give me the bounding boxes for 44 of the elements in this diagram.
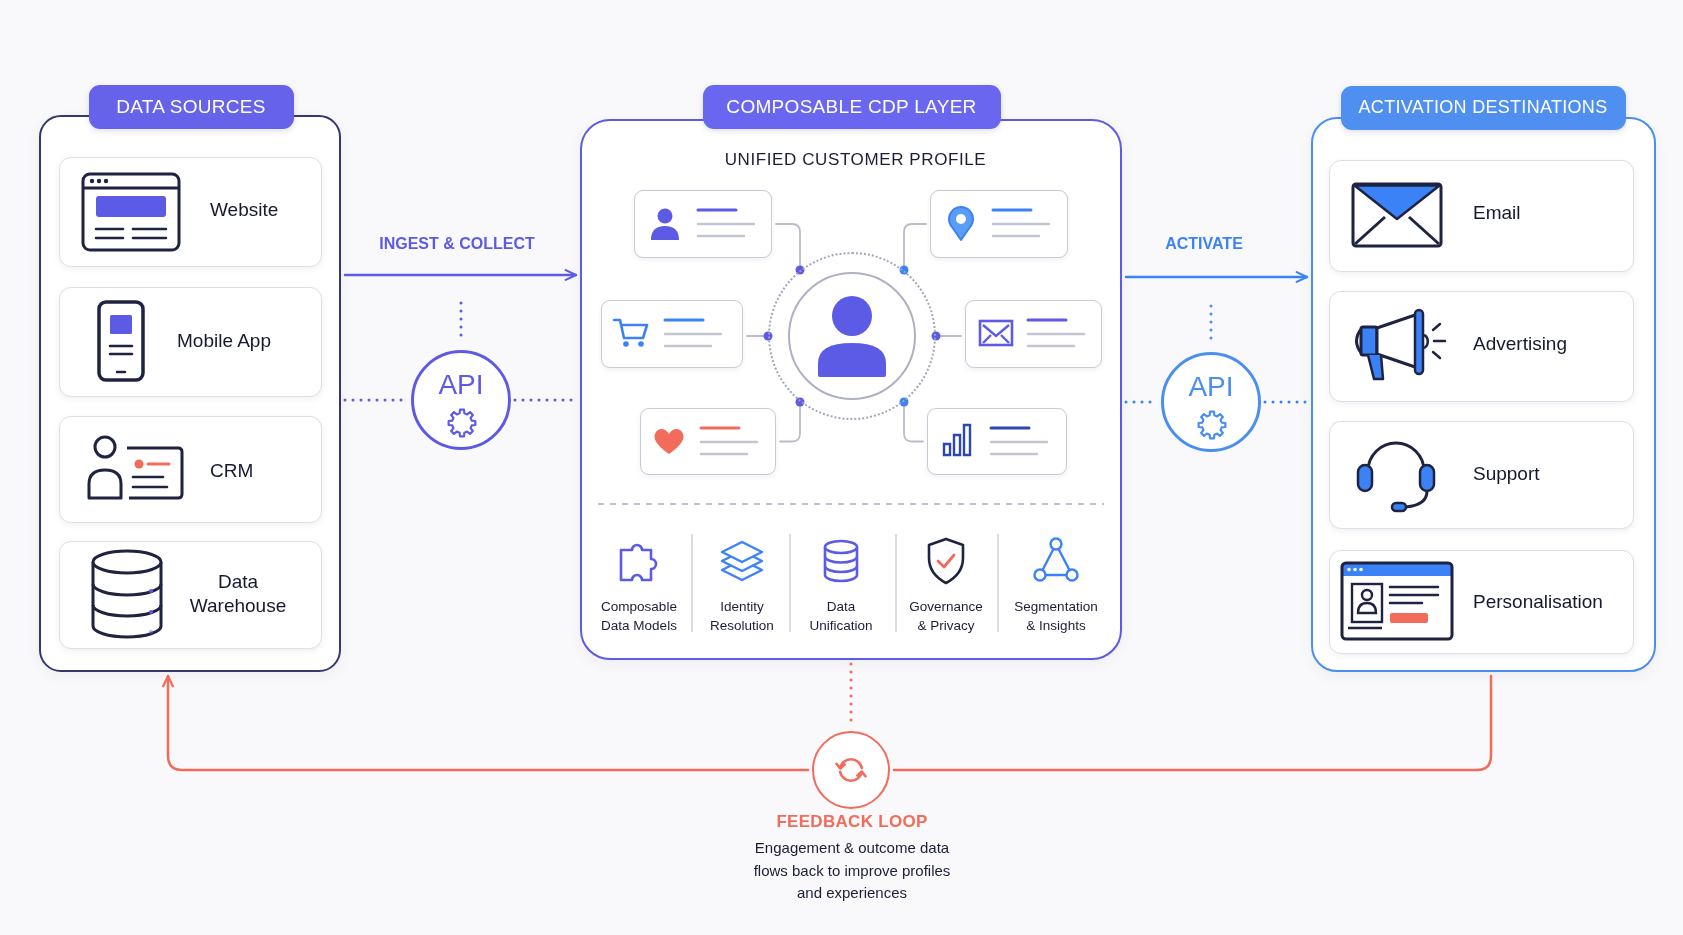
capability-label: Segmentation & Insights	[1013, 598, 1099, 635]
destination-card	[1328, 549, 1634, 654]
capability-label: Data Unification	[808, 598, 874, 635]
source-name: Data Warehouse	[188, 570, 288, 618]
feedback-title: FEEDBACK LOOP	[776, 811, 928, 833]
section-header-tab: DATA SOURCES	[88, 84, 294, 129]
source-name: Website	[210, 198, 279, 222]
profile-data-card	[964, 299, 1102, 368]
profile-data-card	[639, 407, 776, 475]
section-subtitle: UNIFIED CUSTOMER PROFILE	[724, 148, 987, 171]
api-label: API	[438, 367, 484, 402]
profile-data-card	[926, 407, 1067, 475]
arrow	[162, 674, 810, 772]
source-card	[58, 156, 322, 267]
source-name: Mobile App	[177, 329, 271, 353]
capability-label: Composable Data Models	[600, 598, 678, 635]
connector-line	[775, 223, 805, 275]
destination-name: Personalisation	[1473, 590, 1603, 614]
capability-label: Governance & Privacy	[908, 598, 984, 635]
destination-card	[1328, 159, 1634, 272]
destination-name: Support	[1473, 462, 1540, 486]
connector-line	[746, 331, 773, 341]
source-card	[58, 540, 322, 649]
source-card	[58, 415, 322, 523]
arrow	[1124, 271, 1309, 283]
destination-card	[1328, 290, 1634, 402]
profile-hub-circle	[767, 251, 936, 420]
profile-data-card	[600, 299, 743, 368]
source-card	[58, 286, 322, 397]
api-label: API	[1188, 369, 1234, 404]
section-header-tab: ACTIVATION DESTINATIONS	[1340, 85, 1626, 130]
section-header-tab: COMPOSABLE CDP LAYER	[702, 84, 1001, 129]
capability-label: Identity Resolution	[709, 598, 775, 635]
destination-card	[1328, 420, 1634, 529]
connector-line	[931, 331, 962, 341]
arrow	[343, 269, 578, 281]
destination-name: Advertising	[1473, 332, 1567, 356]
profile-data-card	[633, 189, 772, 258]
destination-name: Email	[1473, 201, 1521, 225]
source-name: CRM	[210, 459, 254, 483]
dotted-connector	[1263, 400, 1309, 404]
feedback-description: Engagement & outcome data flows back to improve profiles and experiences	[752, 838, 952, 903]
profile-data-card	[929, 189, 1068, 258]
connector-line	[892, 674, 1493, 772]
